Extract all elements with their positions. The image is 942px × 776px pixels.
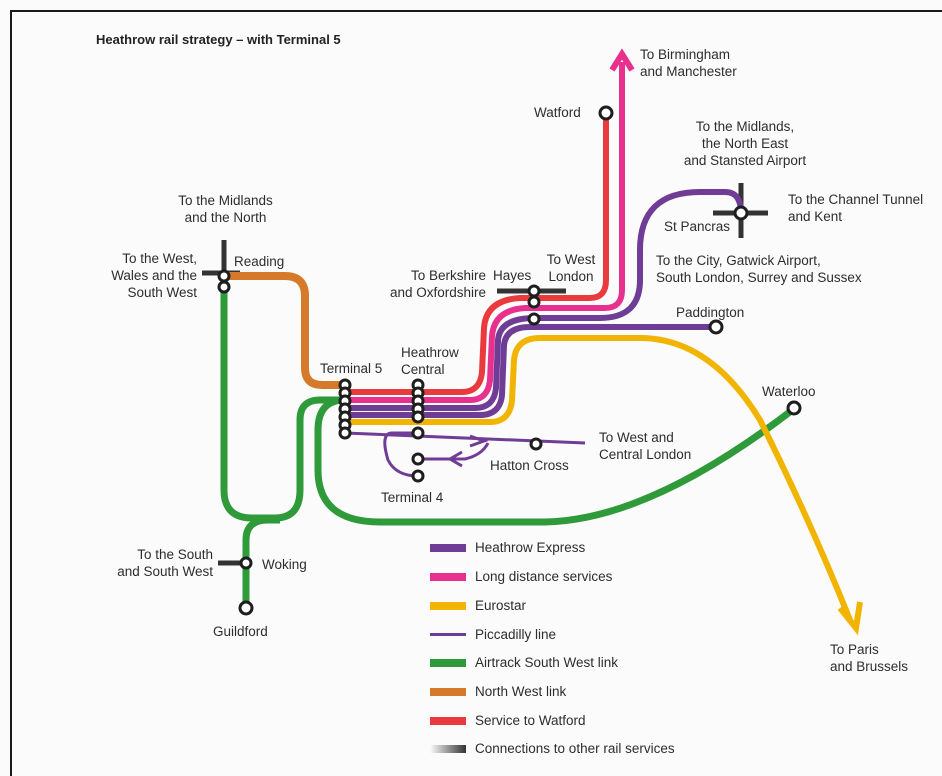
label-woking: Woking [262,557,307,572]
legend-label: Long distance services [475,569,613,584]
station-paddington [708,319,724,335]
legend-label: Eurostar [475,598,527,613]
station-hayes-3 [527,312,541,326]
label-south-south-west: To the South and South West [117,547,213,579]
legend-swatch [430,659,466,667]
label-midlands-north: To the Midlands and the North [178,193,273,225]
legend-swatch [430,717,466,725]
eurostar-arrow [837,601,863,636]
legend-label: Piccadilly line [475,627,557,642]
north-west-link-line [224,272,345,389]
station-hc-5 [411,410,425,424]
watford-line [345,115,609,395]
legend-swatch [430,633,466,636]
piccadilly-line [344,431,586,478]
station-reading-1 [217,269,231,283]
heathrow-express-paddington [345,324,716,418]
piccadilly-arrow-east [469,434,489,448]
station-guildford [238,600,254,616]
diagram-title: Heathrow rail strategy – with Terminal 5 [96,32,341,47]
label-paris-brussels: To Paris and Brussels [830,642,909,674]
station-hc-piccadilly [411,426,425,440]
label-channel-tunnel: To the Channel Tunnel and Kent [788,192,924,224]
heathrow-express-st-pancras [345,189,744,411]
piccadilly-main [344,431,586,445]
label-terminal-5: Terminal 5 [320,361,383,376]
legend-swatch [430,573,466,581]
label-paddington: Paddington [676,305,745,320]
station-terminal-4 [411,469,425,483]
label-city-gatwick: To the City, Gatwick Airport, South Lond… [656,253,862,285]
label-west-london: To West London [546,252,596,284]
label-heathrow-central: Heathrow Central [401,345,459,377]
legend-swatch [430,544,466,552]
label-reading: Reading [234,254,285,269]
station-woking [239,556,253,570]
label-waterloo: Waterloo [762,384,816,399]
legend-label: North West link [475,684,567,699]
station-st-pancras [733,205,749,221]
station-hayes-1 [527,284,541,298]
legend-swatch [430,745,466,753]
station-hayes-2 [527,295,541,309]
label-hatton-cross: Hatton Cross [490,458,569,473]
legend-swatch [430,688,466,696]
label-terminal-4: Terminal 4 [381,490,444,505]
airtrack-line-waterloo [314,396,798,526]
label-hayes: Hayes [493,268,532,283]
legend-label: Connections to other rail services [475,741,675,756]
long-distance-line [345,62,625,403]
piccadilly-loop-t4 [383,431,419,478]
legend-label: Heathrow Express [475,540,586,555]
eurostar-line [345,335,853,622]
station-markers [217,105,802,616]
airtrack-line-west [220,287,345,522]
legend-label: Airtrack South West link [475,655,619,670]
label-berkshire: To Berkshire and Oxfordshire [389,268,486,300]
label-birmingham: To Birmingham and Manchester [640,47,737,79]
station-hatton-cross [529,437,543,451]
label-guildford: Guildford [213,624,268,639]
station-watford [598,105,614,121]
frame-border [10,10,942,776]
long-distance-arrow [609,48,635,72]
label-st-pancras: St Pancras [664,219,731,234]
label-west-wales: To the West, Wales and the South West [111,251,197,300]
connection-stubs [202,183,768,566]
piccadilly-t4-branch [418,442,490,461]
station-reading-2 [217,280,231,294]
label-midlands-ne: To the Midlands, the North East and Stan… [683,119,807,168]
station-t4-upper [411,452,425,466]
label-west-central-london: To West and Central London [599,430,692,462]
airtrack-line-woking [242,516,280,563]
piccadilly-arrow-west [447,450,463,468]
station-t5-7 [338,426,352,440]
label-watford: Watford [534,105,581,120]
legend-label: Service to Watford [475,713,586,728]
station-waterloo [786,400,802,416]
legend-swatch [430,602,466,610]
